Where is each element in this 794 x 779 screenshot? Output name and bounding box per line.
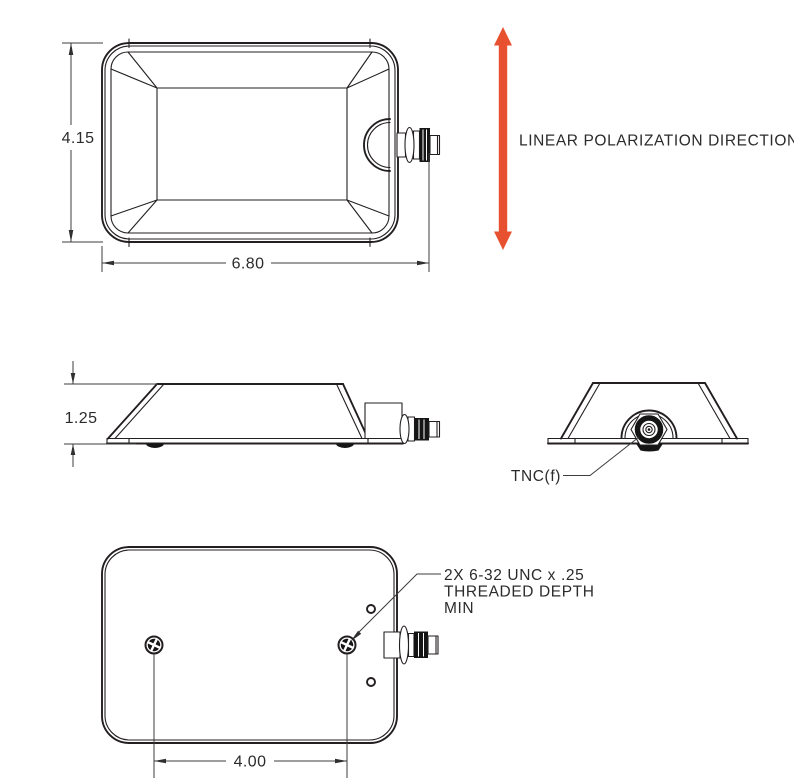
top-view-height-dimension: 4.15 bbox=[62, 42, 103, 243]
top-view-tnc-connector bbox=[396, 126, 441, 164]
thread-note-line2: THREADED DEPTH bbox=[444, 584, 595, 601]
thread-note-line1: 2X 6-32 UNC x .25 bbox=[444, 567, 584, 584]
side-view-left-foot bbox=[146, 443, 164, 448]
extension-lines bbox=[101, 153, 430, 272]
top-view bbox=[101, 38, 441, 248]
arrowhead-right bbox=[417, 260, 429, 266]
extension-lines bbox=[62, 42, 103, 243]
side-view-slopes bbox=[107, 383, 369, 440]
arrowhead-up bbox=[68, 43, 74, 55]
height-dim-text: 4.15 bbox=[62, 130, 95, 147]
connector-center-pin bbox=[647, 428, 651, 431]
end-view bbox=[547, 382, 749, 452]
arrowhead-left bbox=[154, 758, 166, 764]
polarization-arrow-icon bbox=[494, 27, 512, 250]
top-view-horn-rim bbox=[110, 51, 390, 234]
polarization-label: LINEAR POLARIZATION DIRECTION bbox=[519, 133, 794, 150]
leader-line bbox=[563, 436, 640, 476]
extension-lines bbox=[153, 654, 348, 778]
end-view-tnc-connector bbox=[620, 409, 678, 452]
hole-spacing-dimension: 4.00 bbox=[153, 654, 348, 778]
polarization-annotation: LINEAR POLARIZATION DIRECTION bbox=[494, 27, 794, 250]
end-view-inner-slopes bbox=[567, 382, 731, 440]
side-view-right-foot bbox=[336, 443, 354, 448]
side-view bbox=[106, 383, 441, 448]
bottom-view bbox=[101, 546, 439, 744]
side-view-height-dimension: 1.25 bbox=[64, 361, 158, 467]
extension-lines bbox=[64, 383, 158, 445]
arrowhead-right bbox=[335, 758, 347, 764]
thread-note-line3: MIN bbox=[444, 600, 474, 617]
leader-line bbox=[357, 573, 441, 634]
top-view-seam-ticks bbox=[128, 38, 371, 248]
top-view-horn-taper-lines bbox=[110, 51, 390, 234]
thread-note-callout: 2X 6-32 UNC x .25 THREADED DEPTH MIN bbox=[350, 567, 595, 642]
arrowhead-up bbox=[70, 444, 76, 455]
bottom-view-right-screw-hole bbox=[337, 635, 357, 655]
arrowhead-down bbox=[70, 373, 76, 384]
side-view-base-flange bbox=[106, 437, 404, 445]
hole-spacing-dim-text: 4.00 bbox=[234, 754, 267, 771]
bottom-view-small-hole-bottom bbox=[366, 677, 376, 687]
arrowhead-left bbox=[102, 260, 114, 266]
top-view-wall-outline bbox=[104, 45, 396, 240]
top-view-connector-housing bbox=[363, 118, 391, 172]
leader-arrowhead bbox=[350, 630, 362, 642]
bottom-view-left-screw-hole bbox=[144, 635, 164, 655]
top-view-horn-throat bbox=[156, 87, 348, 201]
side-height-dim-text: 1.25 bbox=[65, 410, 98, 427]
bottom-view-small-hole-top bbox=[366, 604, 376, 614]
tnc-callout: TNC(f) bbox=[511, 436, 640, 485]
top-view-width-dimension: 6.80 bbox=[101, 153, 430, 273]
arrowhead-down bbox=[68, 230, 74, 242]
side-view-tnc-connector bbox=[364, 402, 441, 445]
tnc-label: TNC(f) bbox=[511, 468, 561, 485]
side-view-inner-slopes bbox=[114, 383, 363, 440]
width-dim-text: 6.80 bbox=[232, 256, 265, 273]
end-view-slopes bbox=[560, 382, 738, 440]
bottom-view-tnc-connector bbox=[383, 625, 439, 665]
